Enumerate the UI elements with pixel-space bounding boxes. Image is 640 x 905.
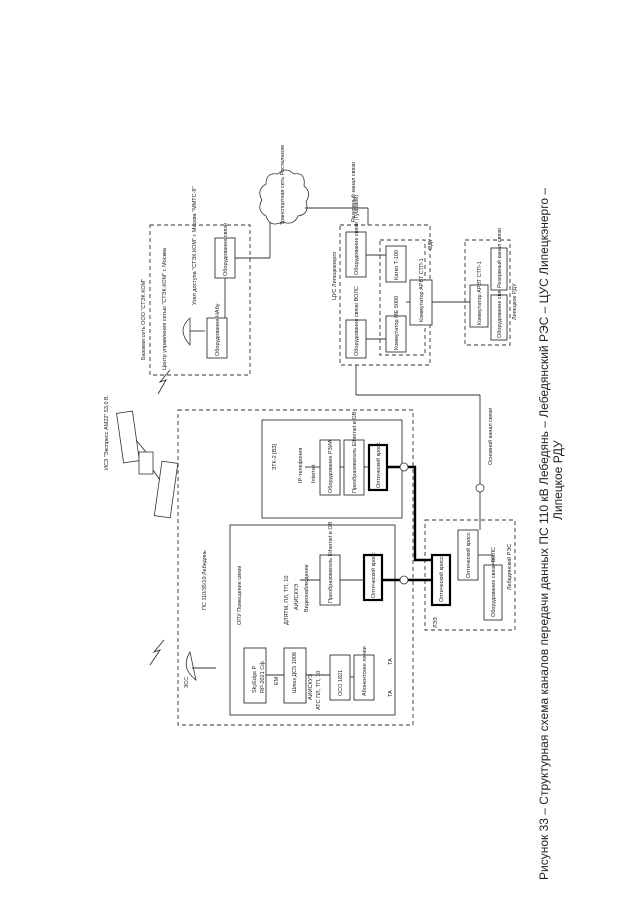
cus-frame (339, 224, 431, 366)
tlf-label-1: ТА (388, 658, 394, 665)
dwl-box (283, 647, 307, 704)
sig-1-label: ДЛЯТМ, ПЛ, ТП, 10 (284, 576, 290, 625)
svg-text:ОСО 1821: ОСО 1821 (338, 670, 344, 696)
svg-text:Резервный канал связи: Резервный канал связи (496, 228, 503, 288)
svg-text:Оптический кросс: Оптический кросс (438, 556, 445, 602)
base-station-label: Базовая сеть ООО "СТЭК.КОМ" (141, 279, 147, 360)
svg-text:Оборудование связи ВОЛС: Оборудование связи ВОЛС (497, 268, 503, 338)
svg-text:Оборудование связи ВОЛС: Оборудование связи ВОЛС (491, 547, 497, 617)
svg-text:Коммутатор МЕ 5000: Коммутатор МЕ 5000 (394, 296, 400, 350)
base-station-sub-label: Центр управления сетью "СТЭК.КОМ" г. Мос… (162, 247, 168, 370)
svg-text:Катко Т-100: Катко Т-100 (394, 250, 400, 280)
res-frame (424, 519, 516, 631)
opt1-box (362, 553, 384, 602)
tlf-label-2: ТА (388, 690, 394, 697)
cus-commut-box (385, 315, 407, 353)
ztk-label: ЗТК-2 [ВЗ] (272, 443, 278, 470)
reserve-channel-label: Резервный канал связи (350, 162, 357, 222)
satellite-label: ИСЗ "Экспресс АМ22" 53,0 В. (104, 394, 110, 470)
svg-text:Преобразователь Ethernet в ОВ: Преобразователь Ethernet в ОВ (352, 411, 358, 493)
sig-ip-label: IP-телефония (298, 448, 304, 483)
rdu-frame (464, 239, 511, 346)
caption-line-2: Липецкое РДУ (551, 440, 565, 520)
svg-text:Оборудование связи (Гушевой): Оборудование связи (Гушевой) (353, 195, 360, 275)
svg-text:Коммутатор АРВТ СТП-1: Коммутатор АРВТ СТП-1 (477, 261, 483, 325)
cus-inner-frame (379, 239, 426, 356)
rsu-box (319, 439, 341, 496)
lightning-icon (157, 369, 171, 395)
skyedge-box (243, 647, 267, 704)
cloud-label: Транспортная сеть Ростелеком (280, 145, 286, 225)
cus-label: ЦУС Липецкэнерго (332, 252, 338, 300)
rdu-box-1 (469, 284, 489, 328)
dish-icon (185, 650, 216, 681)
dest-label: Узел доступа "СТЭК.КОМ" г. Москва "ММТС-… (192, 187, 198, 305)
tc-label: ЗСС (184, 677, 190, 688)
cloud-icon (259, 169, 309, 225)
sig-2-label: АИИСКУЭ (294, 584, 300, 610)
hub-box (206, 317, 228, 359)
ps-label: ПС 110/35/10 Лебедянь (202, 550, 208, 610)
rdu-box-2 (490, 294, 508, 341)
svg-text:Абонентские линии: Абонентские линии (362, 646, 368, 696)
cus-zap-box (345, 231, 367, 278)
dish-icon (182, 317, 205, 347)
satellite-icon (116, 410, 179, 519)
svg-text:RP-2021 Сф: RP-2021 Сф (260, 661, 266, 693)
svg-text:Преобразователь Ethernet в ОВ: Преобразователь Ethernet в ОВ (328, 521, 334, 603)
caption-line-1: Рисунок 33 – Структурная схема каналов п… (537, 188, 551, 880)
svg-text:Оборудование НАбу: Оборудование НАбу (215, 303, 221, 356)
ps-frame (177, 409, 414, 726)
svg-text:Шлюз ДС5 1008: Шлюз ДС5 1008 (292, 652, 298, 693)
res-label: Лебедянский РЭС (506, 544, 513, 590)
rdu-label: Липецкое РДУ (512, 283, 518, 320)
em-label: ЕМ (274, 676, 280, 685)
svg-text:Коммутатор АРВТ СТП-1: Коммутатор АРВТ СТП-1 (419, 258, 425, 322)
lez-label: ЛЭЗ (433, 616, 439, 628)
svg-text:Оптический кросс: Оптический кросс (370, 552, 377, 598)
abon-box (353, 654, 375, 701)
d1-box (329, 654, 351, 701)
tel-label-1: АТС ПЛ, ТП, 10 (316, 671, 322, 710)
odu-label: ОДУ (428, 238, 434, 250)
svg-text:Оборудование связи: Оборудование связи (223, 223, 229, 276)
sig-3-label: Видеонаблюдение (304, 564, 310, 612)
conv2-box (343, 439, 365, 496)
opu-label: ОПУ Помещение связи (237, 565, 243, 625)
base-station-frame (149, 224, 251, 376)
svg-text:SkyEdge P: SkyEdge P (252, 665, 258, 693)
svg-text:Оптический кросс: Оптический кросс (465, 532, 472, 578)
lightning-icon (149, 639, 165, 666)
tel-label-2: АИИСКУЭ (308, 674, 314, 700)
cus-mon-box (385, 245, 407, 283)
svg-text:Оборудование РЗИА: Оборудование РЗИА (328, 439, 334, 493)
svg-text:Оптический кросс: Оптический кросс (375, 442, 382, 488)
rdu-box-3 (490, 247, 508, 291)
sig-internet-label: Internet (311, 464, 317, 483)
main-channel-label: Основной канал связи (487, 408, 494, 465)
cus-apvt-box (409, 279, 433, 326)
svg-text:Оборудование связи ВОЛС: Оборудование связи ВОЛС (354, 286, 360, 356)
